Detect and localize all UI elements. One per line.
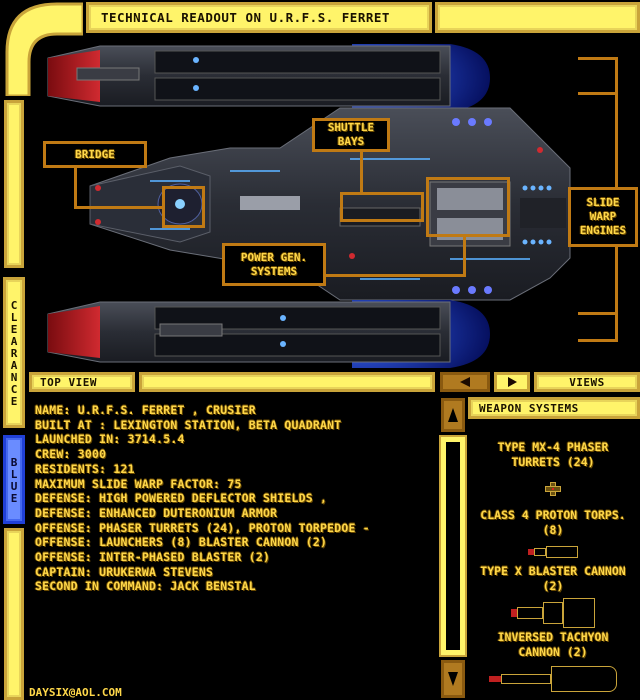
shuttle-bays-highlight — [340, 192, 424, 222]
prev-view-button[interactable] — [440, 372, 490, 392]
weapon-systems-title: Weapon Systems — [479, 401, 579, 415]
view-bar-spacer — [139, 372, 435, 392]
ship-diagram — [30, 38, 640, 368]
spec-captain: Captain: Urukerwa Stevens — [35, 564, 214, 579]
weapon-item-tachyon: Inversed Tachyon Cannon (2) — [497, 630, 609, 659]
spec-warp-factor: Maximum Slide Warp Factor: 75 — [35, 476, 242, 491]
callout-power-gen: Power Gen. Systems — [222, 243, 326, 286]
sidebar-bar-upper — [4, 100, 24, 268]
callout-slide-warp-engines: Slide Warp Engines — [568, 187, 638, 247]
views-button[interactable]: Views — [534, 372, 640, 392]
scroll-up-button[interactable] — [441, 398, 465, 432]
callout-engines-bracket-top-h2 — [578, 92, 618, 95]
spec-offense-3: Offense: Inter-Phased Blaster (2) — [35, 550, 271, 565]
callout-shuttle-bays-label: Shuttle Bays — [327, 121, 375, 148]
bridge-highlight — [162, 186, 205, 228]
left-arrow-icon — [460, 377, 470, 387]
spec-defense-1: Defense: High Powered Deflector Shields … — [35, 491, 328, 506]
callout-bridge: Bridge — [43, 141, 147, 168]
current-view-label: Top View — [29, 372, 135, 392]
callout-power-gen-label: Power Gen. Systems — [240, 250, 308, 278]
tachyon-cannon-icon — [489, 666, 617, 692]
torpedo-launcher-icon — [528, 546, 578, 558]
callout-shuttle-leader — [360, 152, 363, 194]
weapon-item-torpedo: Class 4 Proton Torps. (8) — [480, 508, 626, 537]
right-arrow-icon — [507, 377, 517, 387]
spec-launched: Launched in: 3714.5.4 — [35, 432, 185, 447]
title-bar: Technical Readout on U.R.F.S. Ferret — [86, 2, 432, 33]
callout-engines-bracket-top — [615, 57, 618, 187]
spec-offense-2: Offense: Launchers (8) Blaster Cannon (2… — [35, 535, 328, 550]
weapon-systems-header: Weapon Systems — [468, 397, 640, 419]
up-arrow-icon — [448, 408, 458, 422]
down-arrow-icon — [448, 672, 458, 686]
clearance-level-badge: Blue — [3, 435, 25, 524]
page-title: Technical Readout on U.R.F.S. Ferret — [101, 10, 390, 25]
spec-name: Name: U.R.F.S. Ferret , Crusier — [35, 403, 256, 417]
spec-list: Name: U.R.F.S. Ferret , Crusier Built at… — [35, 403, 435, 594]
callout-engines-bracket-bot-h2 — [578, 339, 618, 342]
spec-residents: Residents: 121 — [35, 461, 135, 476]
weapon-list: Type MX-4 Phaser Turrets (24) Class 4 Pr… — [466, 440, 640, 692]
callout-shuttle-bays: Shuttle Bays — [312, 118, 390, 152]
callout-power-leader-v — [463, 236, 466, 277]
spec-crew: Crew: 3000 — [35, 447, 107, 462]
callout-power-leader-h — [326, 274, 466, 277]
sidebar-bar-lower — [4, 528, 24, 700]
title-bar-extension — [435, 2, 640, 33]
next-view-button[interactable] — [494, 372, 530, 392]
scroll-track[interactable] — [439, 435, 467, 657]
weapon-item-phaser: Type MX-4 Phaser Turrets (24) — [497, 440, 609, 469]
spec-built-at: Built at : Lexington Station, Beta Quadr… — [35, 417, 342, 432]
views-label: Views — [569, 375, 605, 389]
spec-offense-1: Offense: Phaser Turrets (24), Proton Tor… — [35, 520, 370, 535]
clearance-label-bar: Clearance — [3, 277, 25, 428]
scroll-down-button[interactable] — [441, 660, 465, 698]
current-view-text: Top View — [40, 375, 97, 389]
callout-engines-bracket-bot-h1 — [578, 312, 618, 315]
spec-second-in-command: Second in Command: Jack Benstal — [35, 579, 256, 594]
clearance-level: Blue — [7, 455, 21, 504]
phaser-turret-icon — [545, 482, 561, 496]
callout-bridge-leader — [74, 168, 77, 208]
power-gen-highlight — [426, 177, 510, 237]
contact-email[interactable]: DAYSIX@AOL.COM — [29, 686, 122, 699]
lower-nacelle — [47, 300, 490, 368]
upper-nacelle — [47, 44, 490, 112]
callout-engines-bracket-bottom — [615, 247, 618, 341]
callout-bridge-leader-h — [74, 206, 164, 209]
spec-defense-2: Defense: Enhanced Duteronium Armor — [35, 505, 278, 520]
weapon-item-blaster: Type X Blaster Cannon (2) — [480, 564, 626, 593]
clearance-label: Clearance — [7, 298, 21, 407]
callout-bridge-label: Bridge — [75, 147, 115, 161]
callout-engines-bracket-top-h1 — [578, 57, 618, 60]
blaster-cannon-icon — [511, 598, 595, 628]
callout-engines-label: Slide Warp Engines — [579, 196, 627, 237]
